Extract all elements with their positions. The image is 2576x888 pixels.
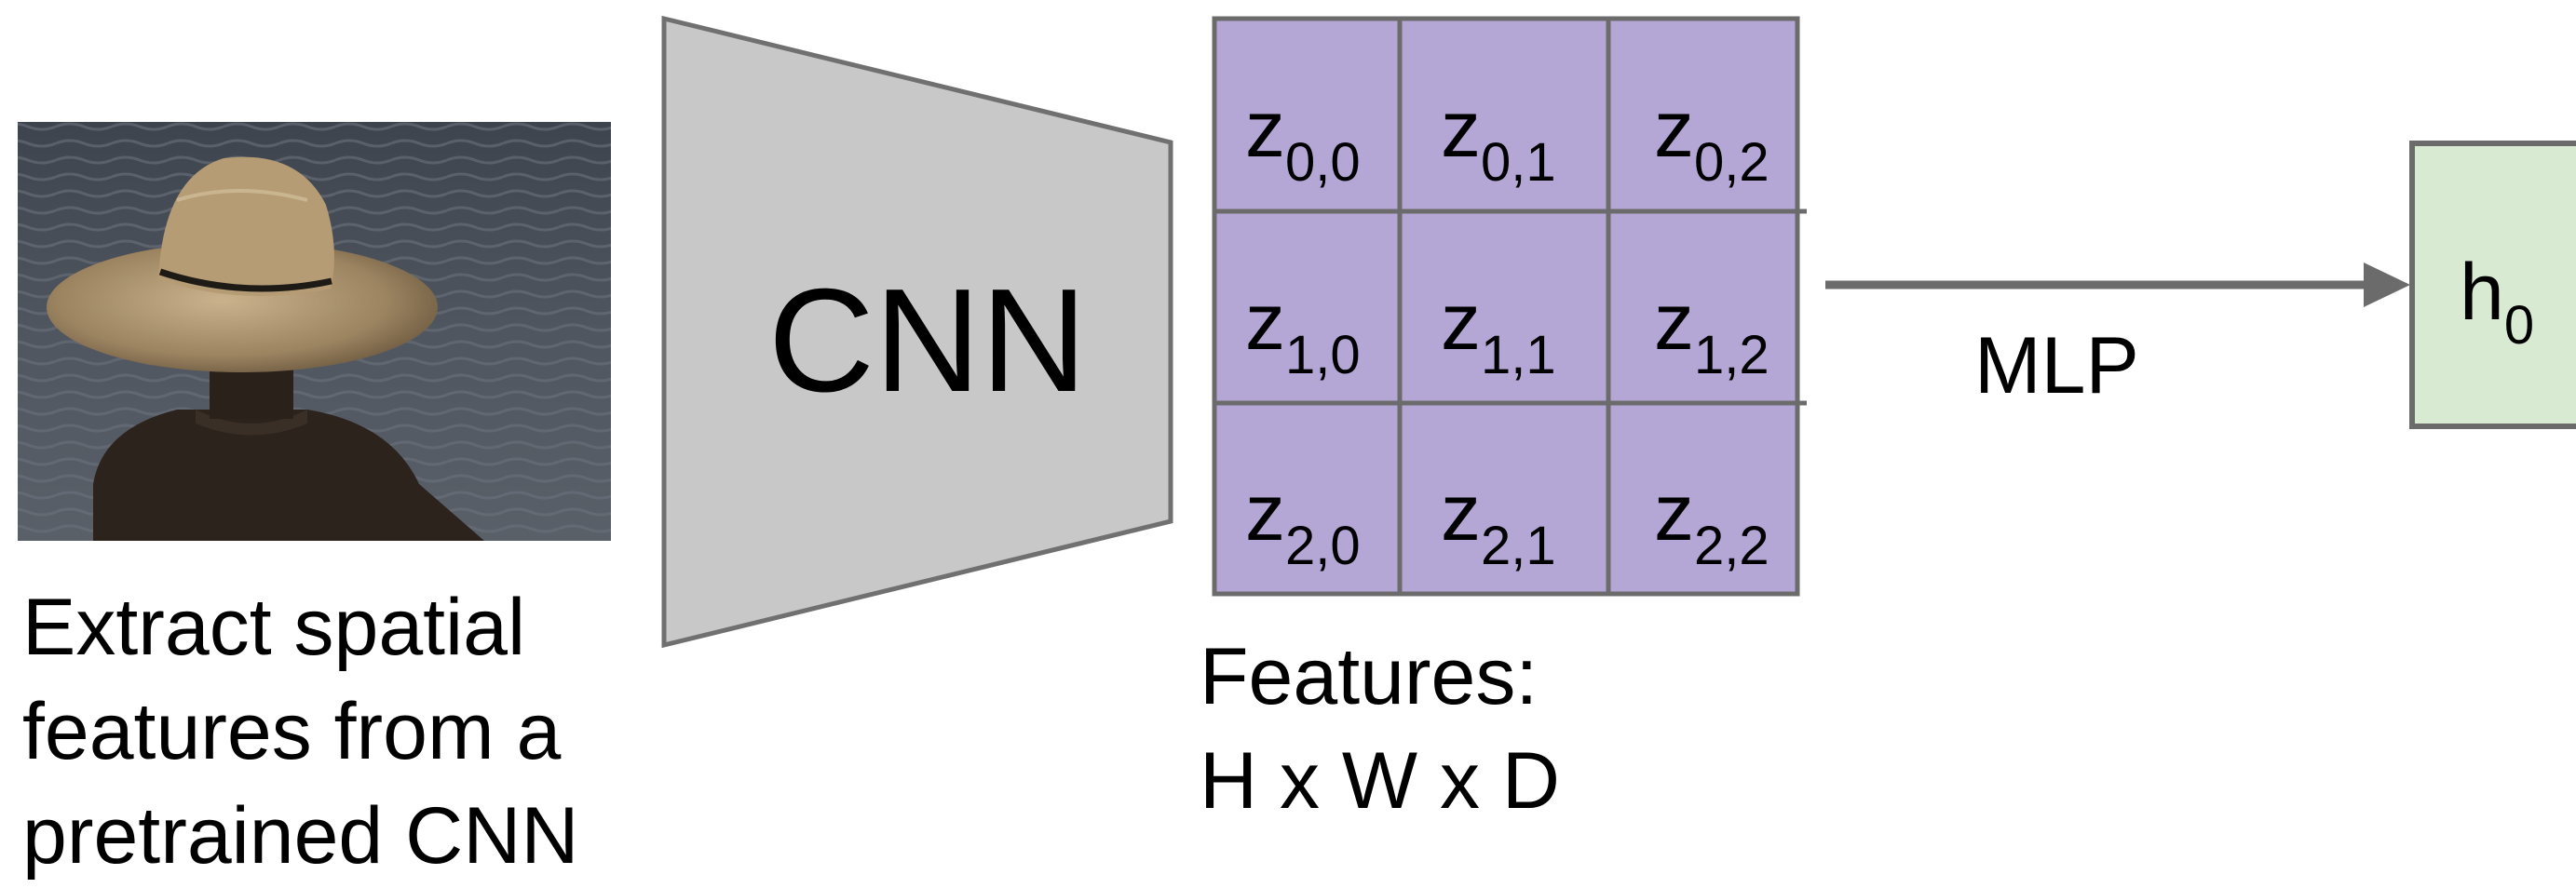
caption-extract-features: Extract spatial features from a pretrain… bbox=[22, 575, 578, 888]
person-with-straw-hat-photo bbox=[18, 122, 611, 541]
grid-cell-2-0: z2,0 bbox=[1245, 468, 1361, 576]
cnn-block: CNN bbox=[661, 15, 1173, 649]
caption-line: Features: bbox=[1200, 632, 1539, 721]
caption-features-shape: Features: H x W x D bbox=[1200, 625, 1560, 833]
mlp-arrow: MLP bbox=[1825, 262, 2410, 410]
grid-cell-0-1: z0,1 bbox=[1441, 85, 1556, 193]
caption-line: H x W x D bbox=[1200, 736, 1560, 826]
grid-cell-1-1: z1,1 bbox=[1441, 277, 1556, 385]
grid-cell-0-2: z0,2 bbox=[1654, 85, 1769, 193]
arrow-head-icon bbox=[2364, 262, 2410, 307]
caption-line: pretrained CNN bbox=[22, 791, 579, 881]
caption-line: Extract spatial bbox=[22, 583, 526, 672]
feature-grid: z0,0 z0,1 z0,2 z1,0 z1,1 z1,2 z2,0 z2,1 … bbox=[1212, 16, 1807, 597]
hidden-state-label: h0 bbox=[2460, 248, 2534, 356]
cnn-label: CNN bbox=[768, 259, 1087, 423]
grid-cell-1-2: z1,2 bbox=[1654, 277, 1769, 385]
mlp-label: MLP bbox=[1974, 321, 2139, 410]
grid-cell-2-1: z2,1 bbox=[1441, 468, 1556, 576]
hat-brim bbox=[47, 242, 438, 372]
caption-line: features from a bbox=[22, 687, 562, 776]
grid-cell-0-0: z0,0 bbox=[1245, 85, 1361, 193]
hidden-state-box: h0 bbox=[2409, 141, 2576, 429]
grid-cell-2-2: z2,2 bbox=[1654, 468, 1769, 576]
grid-cell-1-0: z1,0 bbox=[1245, 277, 1361, 385]
person-silhouette bbox=[93, 410, 484, 541]
hat-crown bbox=[158, 156, 334, 296]
